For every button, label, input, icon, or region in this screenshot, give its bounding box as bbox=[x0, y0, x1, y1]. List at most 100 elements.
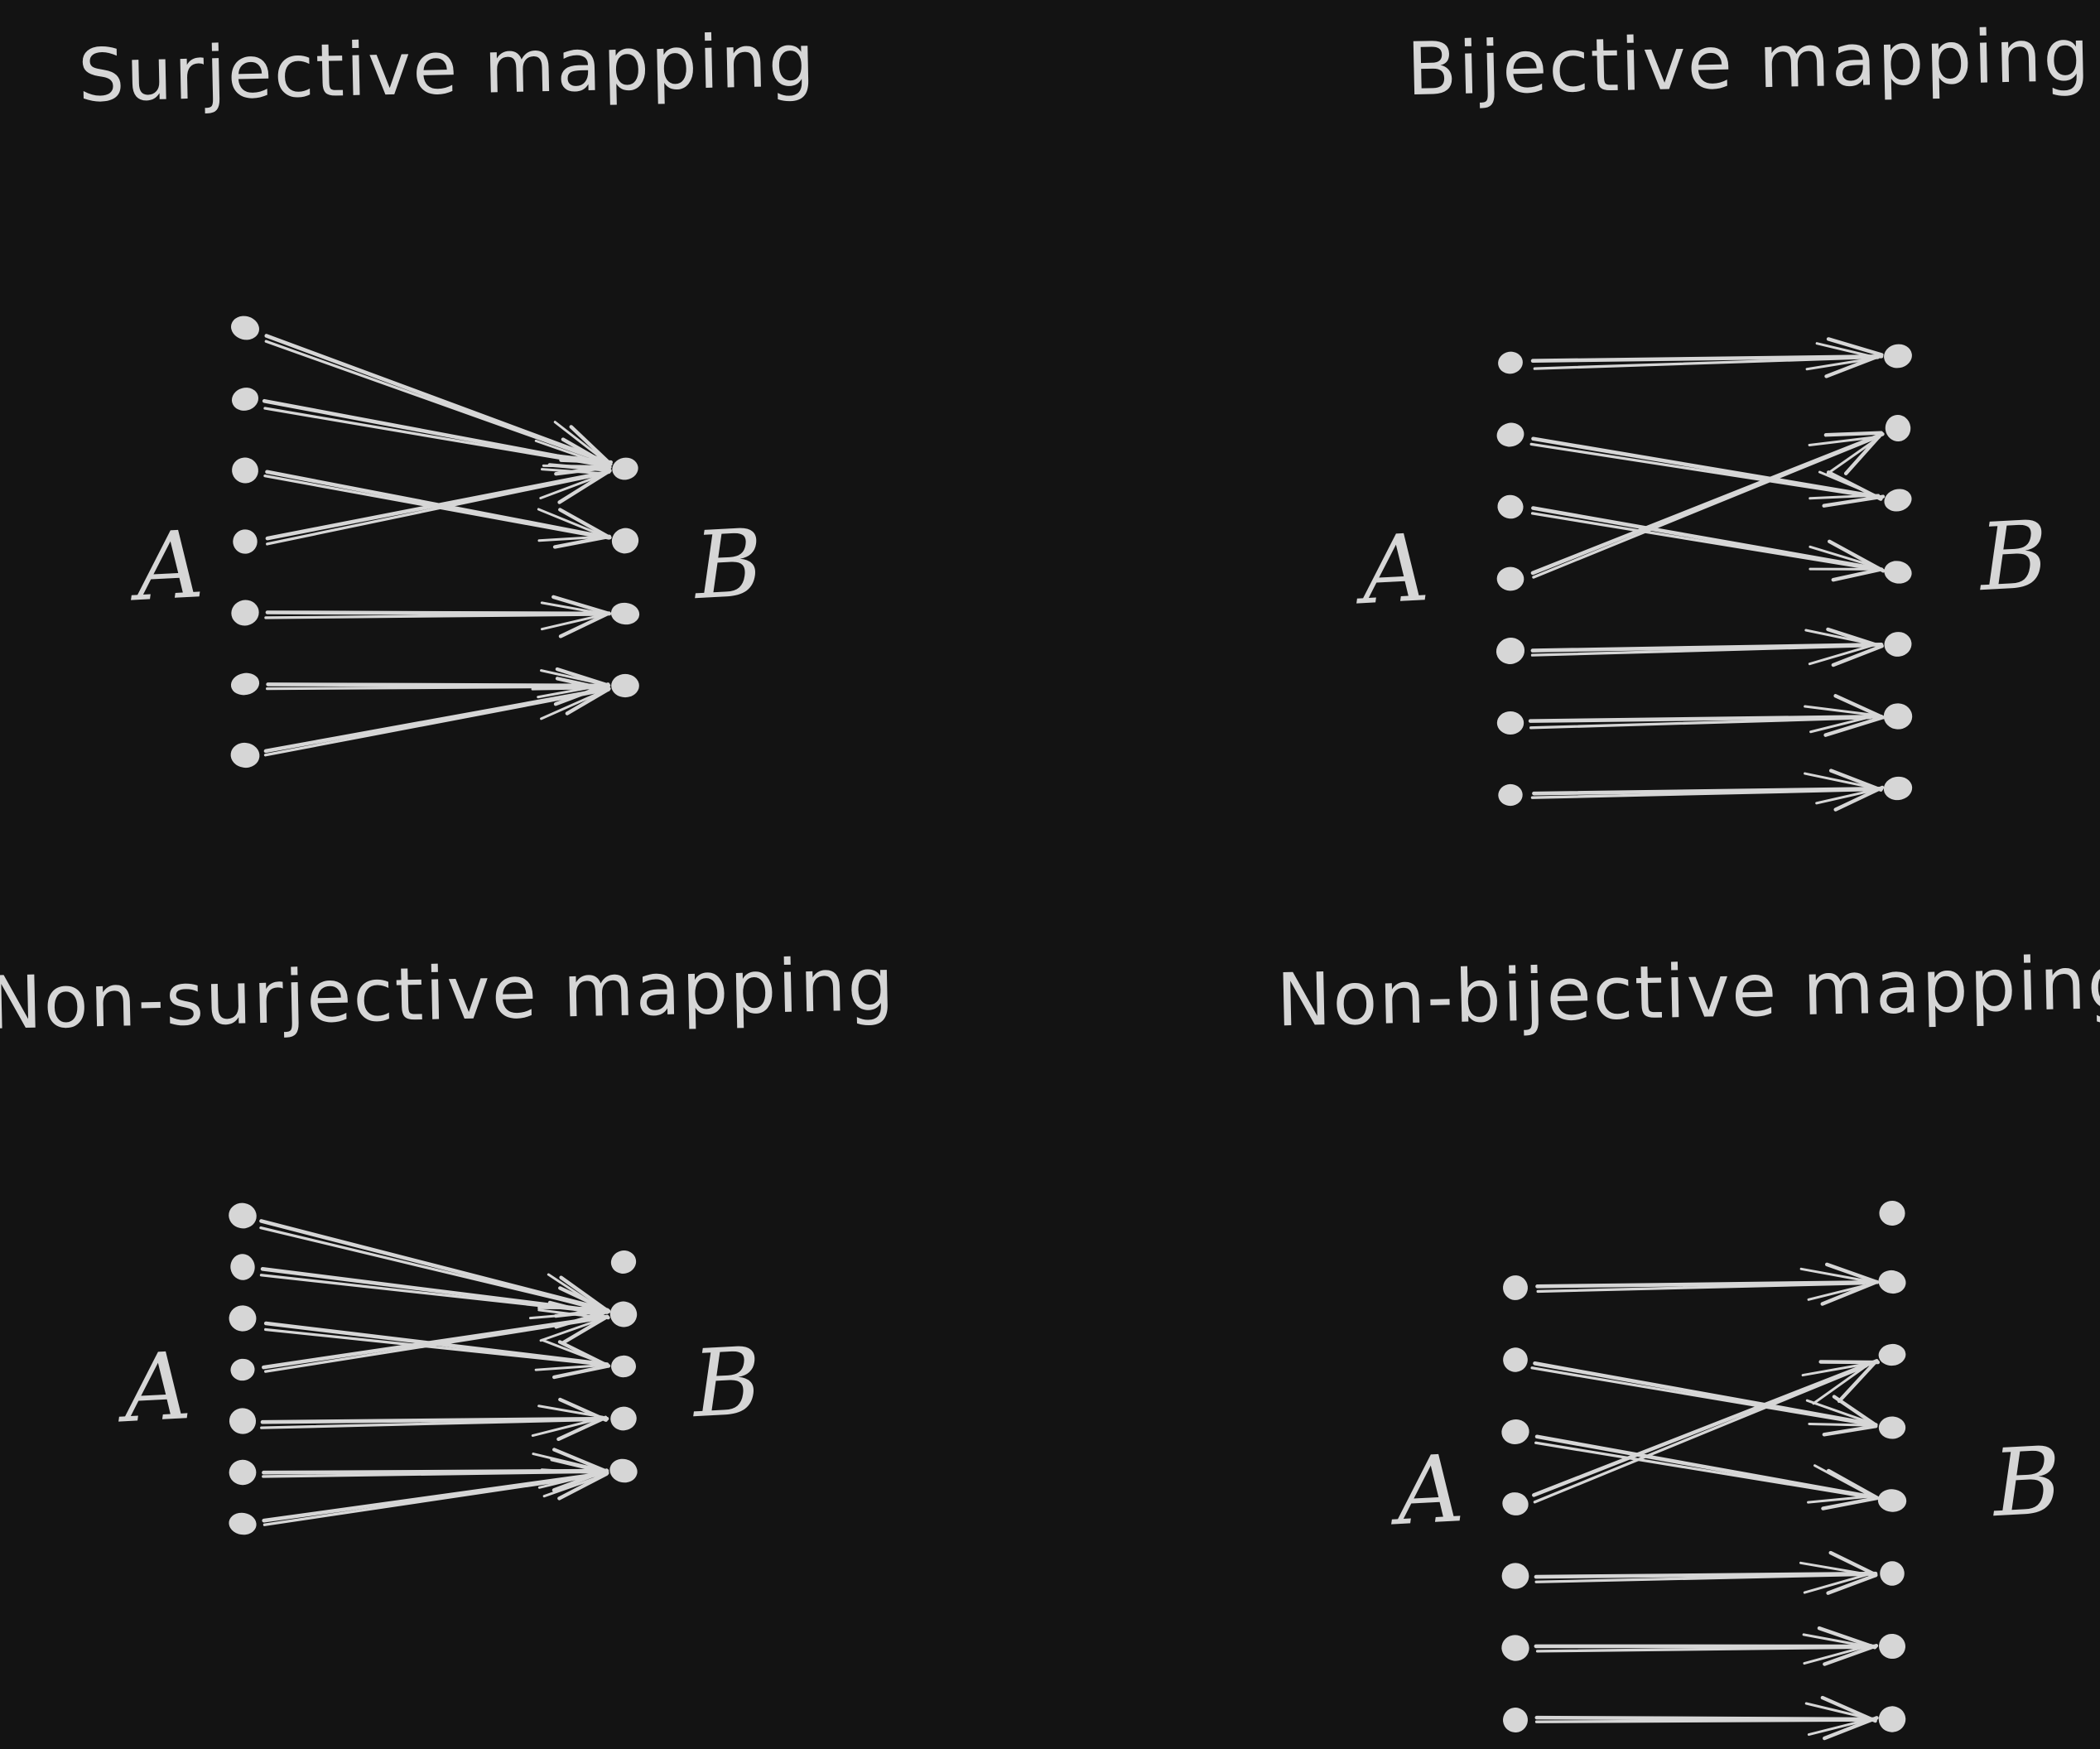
arrowhead bbox=[1833, 694, 1886, 720]
arrowhead bbox=[569, 425, 613, 466]
arrow-shaft bbox=[1535, 1280, 1878, 1289]
arrowhead bbox=[547, 1300, 610, 1320]
arrow-shaft bbox=[263, 690, 600, 757]
arrowhead bbox=[561, 1315, 608, 1345]
arrowhead bbox=[1804, 705, 1879, 717]
arrow-shaft bbox=[262, 398, 611, 468]
arrowhead bbox=[1809, 494, 1880, 500]
set-a-dot bbox=[231, 600, 259, 626]
set-a-dot bbox=[229, 1305, 257, 1332]
arrowhead bbox=[1807, 1718, 1872, 1737]
arrow-shaft bbox=[260, 1418, 597, 1429]
set-a-label-surjective: A bbox=[133, 510, 206, 623]
set-b-dot bbox=[611, 528, 639, 554]
set-b-dot bbox=[610, 1406, 637, 1431]
arrowhead bbox=[1826, 1468, 1880, 1501]
arrowhead bbox=[1824, 1262, 1880, 1284]
set-b-dot bbox=[1878, 1706, 1906, 1732]
set-a-dot bbox=[229, 1408, 257, 1434]
arrow-shaft bbox=[264, 1318, 598, 1373]
set-a-dot bbox=[229, 1202, 257, 1229]
set-a-dot bbox=[1501, 1635, 1529, 1661]
set-b-dot bbox=[611, 1355, 636, 1378]
arrowhead bbox=[556, 1415, 608, 1442]
arrowhead bbox=[534, 439, 606, 466]
set-a-label-non-bijective: A bbox=[1394, 1434, 1467, 1547]
set-b-label-surjective: B bbox=[691, 508, 766, 621]
arrowhead bbox=[1805, 1399, 1872, 1424]
arrowhead bbox=[540, 613, 608, 631]
arrowhead bbox=[541, 468, 605, 475]
set-b-dot bbox=[1879, 1200, 1905, 1226]
arrowhead bbox=[542, 1473, 605, 1498]
arrow-shaft bbox=[1534, 1441, 1866, 1498]
set-a-dot bbox=[1501, 1419, 1529, 1445]
arrowhead bbox=[1802, 1633, 1874, 1649]
set-a-dot bbox=[1496, 711, 1524, 735]
set-b-dot bbox=[1884, 632, 1912, 657]
set-a-dot bbox=[1498, 351, 1523, 374]
set-a-dot bbox=[231, 316, 259, 340]
arrowhead bbox=[1815, 342, 1879, 359]
set-b-dot bbox=[1883, 703, 1913, 730]
arrow-shaft bbox=[1532, 437, 1874, 579]
set-b-dot bbox=[1877, 1489, 1907, 1512]
arrow-shaft bbox=[266, 473, 600, 546]
arrow-shaft bbox=[1531, 506, 1884, 571]
arrow-shaft bbox=[262, 1470, 597, 1478]
arrowhead bbox=[1828, 1550, 1878, 1577]
set-b-dot bbox=[609, 1458, 638, 1483]
arrow-shaft bbox=[1529, 716, 1871, 730]
set-a-dot bbox=[230, 672, 260, 696]
arrow-shaft bbox=[1532, 787, 1884, 796]
arrowhead bbox=[531, 1416, 604, 1438]
set-a-dot bbox=[1503, 1708, 1528, 1732]
arrowhead bbox=[1826, 436, 1881, 475]
arrowhead bbox=[537, 508, 608, 538]
arrowhead bbox=[540, 669, 606, 687]
arrow-shaft bbox=[260, 1416, 609, 1424]
arrowhead bbox=[1831, 567, 1882, 582]
arrow-shaft bbox=[263, 687, 611, 754]
arrowhead bbox=[547, 463, 612, 472]
set-b-dot bbox=[1885, 415, 1911, 441]
arrow-shaft bbox=[263, 407, 599, 466]
arrowhead bbox=[1813, 1464, 1874, 1498]
arrowhead bbox=[551, 595, 612, 616]
arrowhead bbox=[1831, 643, 1884, 667]
arrowhead bbox=[1809, 714, 1877, 734]
arrowhead bbox=[558, 508, 612, 540]
set-a-dot bbox=[231, 388, 259, 411]
arrowhead bbox=[1804, 1702, 1873, 1721]
arrowhead bbox=[540, 601, 605, 615]
set-b-dot bbox=[1884, 344, 1912, 369]
set-b-dot bbox=[1878, 1270, 1906, 1294]
set-a-dot bbox=[230, 1358, 255, 1381]
arrowhead bbox=[1826, 1573, 1878, 1595]
arrowhead bbox=[1809, 545, 1880, 569]
arrow-shaft bbox=[1529, 442, 1871, 499]
arrow-shaft bbox=[1533, 356, 1871, 370]
set-a-dot bbox=[230, 742, 260, 768]
set-b-dot bbox=[1880, 1561, 1905, 1586]
arrow-shaft bbox=[1532, 1359, 1879, 1497]
set-a-dot bbox=[1496, 422, 1524, 447]
set-a-dot bbox=[1503, 1347, 1528, 1372]
arrowhead bbox=[550, 1458, 609, 1475]
arrowhead bbox=[1803, 1572, 1872, 1594]
set-b-dot bbox=[1878, 1416, 1906, 1439]
arrowhead bbox=[1803, 1644, 1873, 1665]
arrow-shaft bbox=[1534, 1718, 1866, 1723]
arrowhead bbox=[553, 421, 606, 462]
set-a-dot bbox=[229, 1512, 257, 1535]
arrow-shaft bbox=[262, 1314, 609, 1370]
arrow-shaft bbox=[1535, 1645, 1866, 1653]
arrowhead bbox=[1799, 1561, 1872, 1577]
arrowhead bbox=[565, 687, 611, 716]
arrow-shaft bbox=[260, 1267, 609, 1314]
arrow-shaft bbox=[1530, 431, 1885, 576]
set-b-dot bbox=[612, 457, 638, 480]
arrowhead bbox=[1822, 494, 1886, 508]
arrow-shaft bbox=[259, 1274, 597, 1313]
